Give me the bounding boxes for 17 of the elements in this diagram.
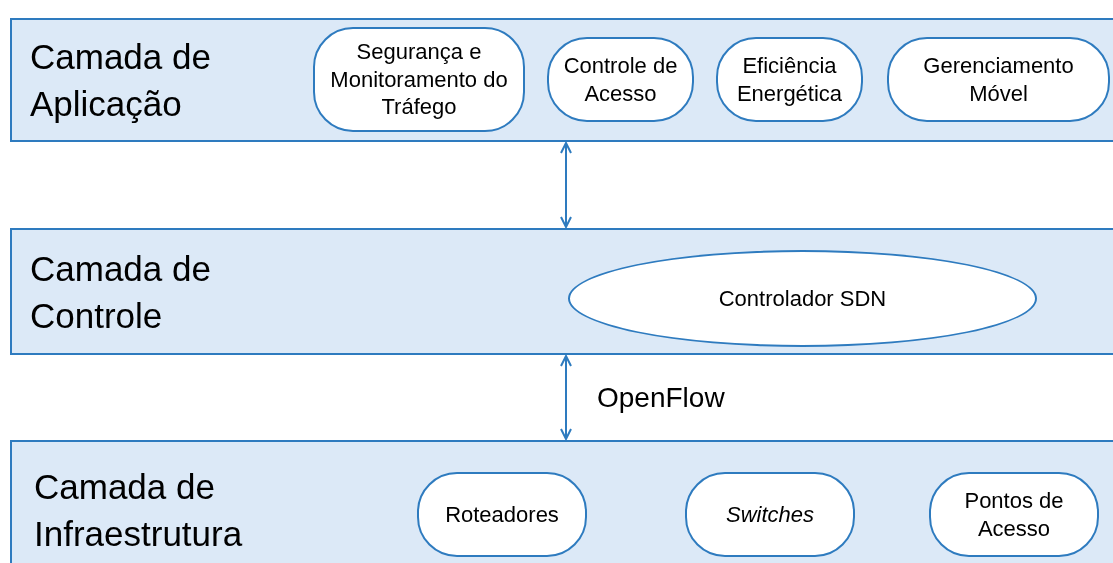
layer-band [10,440,1113,563]
node-label: Gerenciamento Móvel [922,52,1075,107]
layer-title: Camada de Aplicação [29,35,212,125]
layer-title: Camada de Infraestrutura [33,465,244,555]
double-arrow [560,355,572,440]
layer-band [10,228,1113,355]
layer-band [10,18,1113,142]
node-label: Segurança e Monitoramento do Tráfego [329,38,509,121]
application-pill [313,27,525,132]
node-label: Pontos de Acesso [963,487,1065,542]
node-label: Eficiência Energética [735,52,844,107]
double-arrow [560,142,572,228]
node-label: Switches [724,500,815,529]
node-label: Roteadores [444,500,560,529]
node-label: Controle de Acesso [562,52,679,107]
layer-title: Camada de Controle [29,247,212,337]
node-label: Controlador SDN [717,284,888,313]
